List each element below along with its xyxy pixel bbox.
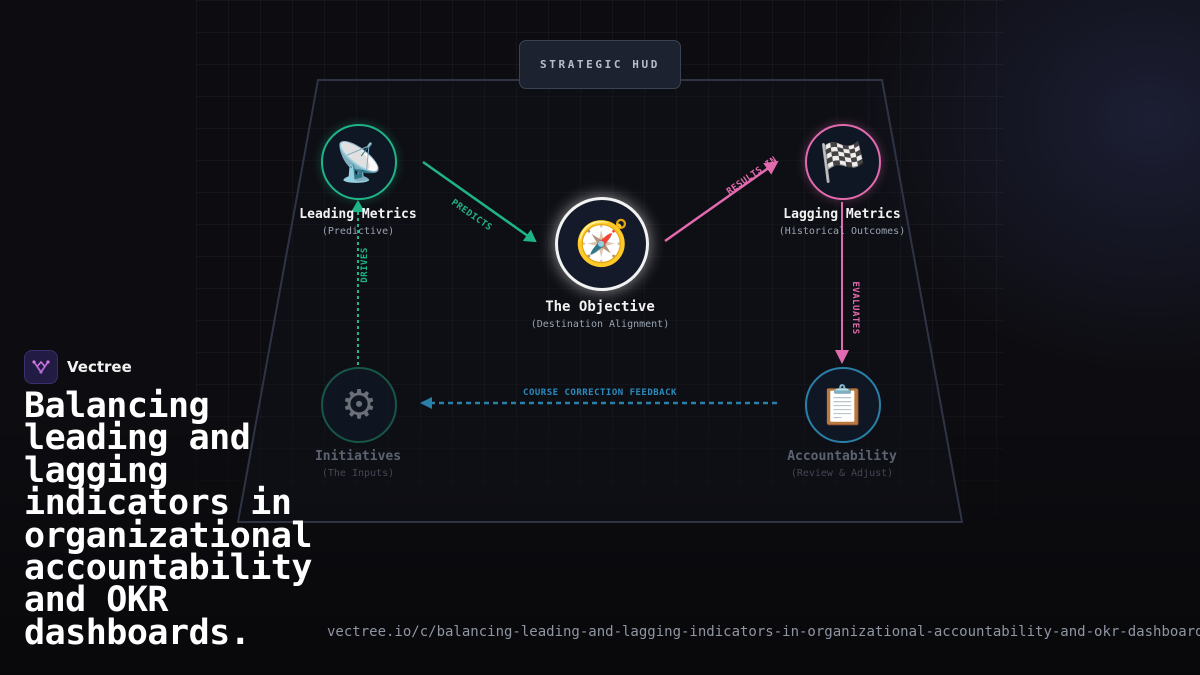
edge-predicts — [422, 160, 537, 243]
accountability-sub: (Review & Adjust) — [790, 468, 894, 479]
page-headline: Balancing leading and lagging indicators… — [24, 386, 313, 653]
clipboard-icon: 📋 — [819, 383, 867, 427]
satellite-dish-icon: 📡 — [335, 140, 383, 184]
vectree-logo-icon — [24, 350, 58, 384]
objective-label: The Objective — [545, 299, 655, 315]
leading-metrics-sub: (Predictive) — [321, 226, 395, 237]
accountability-label: Accountability — [787, 449, 897, 464]
initiatives-label: Initiatives — [314, 449, 402, 464]
lagging-metrics-label: Lagging Metrics — [783, 207, 901, 222]
lagging-metrics-sub: (Historical Outcomes) — [778, 226, 906, 237]
node-objective[interactable]: 🧭 — [555, 197, 649, 291]
checkered-flag-icon: 🏁 — [819, 140, 867, 184]
hud-title: STRATEGIC HUD — [519, 40, 681, 89]
node-initiatives[interactable]: ⚙ — [321, 367, 397, 443]
node-accountability[interactable]: 📋 — [805, 367, 881, 443]
edge-label-feedback: COURSE CORRECTION FEEDBACK — [523, 388, 677, 398]
tire-icon: ⚙ — [341, 382, 377, 428]
edge-label-evaluates: EVALUATES — [850, 281, 860, 335]
brand-name: Vectree — [67, 358, 132, 376]
compass-icon: 🧭 — [574, 218, 630, 269]
initiatives-sub: (The Inputs) — [321, 468, 395, 479]
objective-sub: (Destination Alignment) — [530, 319, 670, 330]
node-lagging-metrics[interactable]: 🏁 — [805, 124, 881, 200]
edge-results-in — [664, 160, 779, 243]
hud-frame — [236, 79, 964, 523]
brand[interactable]: Vectree — [24, 350, 132, 384]
node-leading-metrics[interactable]: 📡 — [321, 124, 397, 200]
edge-label-drives: DRIVES — [360, 247, 370, 283]
page-url[interactable]: vectree.io/c/balancing-leading-and-laggi… — [327, 624, 1200, 640]
leading-metrics-label: Leading Metrics — [299, 207, 417, 222]
